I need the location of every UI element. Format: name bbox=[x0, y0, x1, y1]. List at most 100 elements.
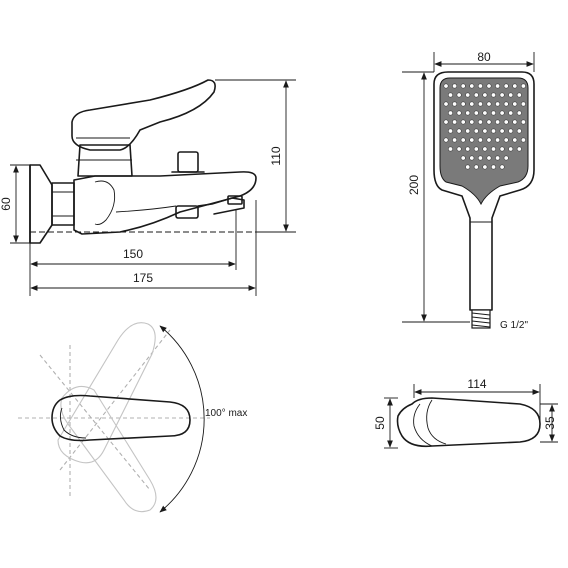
nozzle bbox=[465, 146, 471, 152]
lever-top-outline bbox=[51, 394, 191, 442]
hand-shower-view: G 1/2" 80 200 bbox=[402, 50, 535, 331]
nozzle bbox=[447, 92, 453, 98]
lever-detail-view: 114 50 35 bbox=[373, 377, 558, 449]
nozzle bbox=[490, 146, 496, 152]
nozzle bbox=[499, 164, 505, 170]
width-dim-label: 80 bbox=[477, 50, 491, 64]
nozzle bbox=[443, 137, 449, 143]
nozzle bbox=[490, 164, 496, 170]
nozzle bbox=[477, 101, 483, 107]
spray-face bbox=[439, 77, 529, 206]
nozzle bbox=[447, 128, 453, 134]
nozzle bbox=[512, 83, 518, 89]
nozzle bbox=[482, 164, 488, 170]
nozzle bbox=[520, 137, 526, 143]
lever-detail-outline bbox=[396, 397, 541, 448]
nozzle bbox=[477, 83, 483, 89]
nozzle bbox=[465, 110, 471, 116]
nozzle bbox=[520, 83, 526, 89]
nozzle bbox=[460, 119, 466, 125]
nozzle bbox=[473, 146, 479, 152]
nozzle bbox=[490, 92, 496, 98]
nozzle bbox=[495, 83, 501, 89]
nozzle bbox=[486, 119, 492, 125]
nozzle bbox=[495, 101, 501, 107]
nozzle bbox=[486, 101, 492, 107]
nozzle bbox=[469, 155, 475, 161]
nozzle bbox=[452, 101, 458, 107]
nozzle bbox=[460, 101, 466, 107]
nozzle bbox=[456, 92, 462, 98]
nozzle bbox=[516, 110, 522, 116]
nozzle bbox=[486, 155, 492, 161]
nozzle bbox=[508, 128, 514, 134]
lever-height-right-dim-label: 35 bbox=[543, 416, 557, 430]
mixer-lever bbox=[71, 79, 216, 151]
nozzle bbox=[473, 164, 479, 170]
thread-label: G 1/2" bbox=[500, 320, 528, 331]
nozzle bbox=[465, 128, 471, 134]
nozzle bbox=[508, 110, 514, 116]
nozzle bbox=[443, 83, 449, 89]
nozzle bbox=[503, 83, 509, 89]
lever-height-left-dim-label: 50 bbox=[373, 416, 387, 430]
nozzle bbox=[503, 137, 509, 143]
nozzle bbox=[473, 110, 479, 116]
nozzle bbox=[512, 119, 518, 125]
lever-length-dim-label: 114 bbox=[467, 377, 486, 391]
nozzle bbox=[482, 92, 488, 98]
spout-outlet bbox=[175, 205, 199, 219]
cartridge-housing bbox=[77, 144, 133, 177]
shower-outlet bbox=[227, 195, 243, 205]
nozzle bbox=[443, 101, 449, 107]
length-dim-label: 200 bbox=[407, 175, 421, 195]
nozzle bbox=[508, 146, 514, 152]
nozzle bbox=[452, 119, 458, 125]
nozzle bbox=[469, 83, 475, 89]
wall-flange bbox=[29, 164, 53, 244]
nozzle bbox=[486, 83, 492, 89]
nozzle bbox=[456, 146, 462, 152]
nozzle bbox=[456, 128, 462, 134]
nozzle bbox=[456, 110, 462, 116]
lever-rotation-view: 100° max bbox=[18, 322, 247, 513]
nozzle bbox=[482, 110, 488, 116]
inlet-dim-label: 60 bbox=[0, 197, 13, 211]
nozzle bbox=[482, 146, 488, 152]
nozzle bbox=[486, 137, 492, 143]
nozzle bbox=[447, 110, 453, 116]
nozzle bbox=[508, 92, 514, 98]
spout-dim-label: 150 bbox=[123, 247, 143, 261]
nozzle bbox=[469, 137, 475, 143]
nozzle bbox=[447, 146, 453, 152]
total-dim-label: 175 bbox=[133, 271, 153, 285]
nozzle bbox=[512, 137, 518, 143]
inlet-nut bbox=[51, 182, 75, 226]
height-dim-label: 110 bbox=[269, 146, 283, 165]
diverter-knob bbox=[177, 151, 199, 173]
nozzle bbox=[490, 110, 496, 116]
nozzle bbox=[473, 92, 479, 98]
nozzle bbox=[469, 101, 475, 107]
nozzle bbox=[460, 83, 466, 89]
nozzle bbox=[495, 137, 501, 143]
rotation-label: 100° max bbox=[205, 408, 247, 419]
nozzle bbox=[477, 119, 483, 125]
faucet-side-view: 60 110 150 175 bbox=[0, 79, 296, 296]
nozzle bbox=[460, 155, 466, 161]
nozzle bbox=[495, 155, 501, 161]
nozzle bbox=[443, 119, 449, 125]
nozzle bbox=[516, 146, 522, 152]
nozzle bbox=[452, 137, 458, 143]
nozzle bbox=[499, 110, 505, 116]
nozzle bbox=[452, 83, 458, 89]
nozzle bbox=[482, 128, 488, 134]
nozzle bbox=[503, 101, 509, 107]
nozzle bbox=[473, 128, 479, 134]
nozzle bbox=[499, 146, 505, 152]
nozzle bbox=[520, 101, 526, 107]
nozzle bbox=[499, 128, 505, 134]
nozzle bbox=[469, 119, 475, 125]
